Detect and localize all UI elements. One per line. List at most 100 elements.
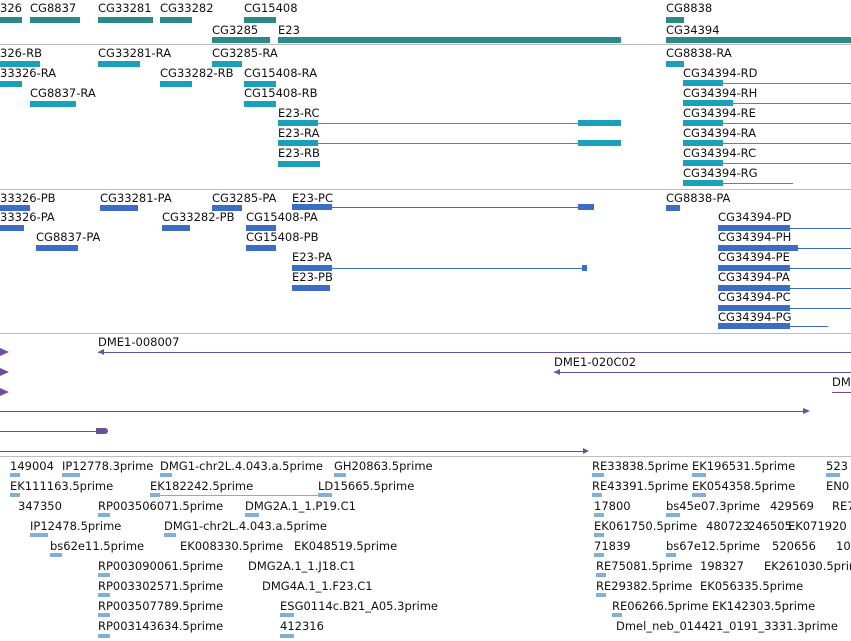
est-label: RE7	[832, 499, 851, 513]
gene-feature[interactable]	[98, 17, 153, 23]
est-feature[interactable]	[98, 593, 110, 597]
est-feature[interactable]	[245, 513, 259, 517]
transcript-feature[interactable]	[666, 61, 684, 67]
transcript-feature[interactable]	[683, 103, 851, 104]
est-label: bs45e07.3prime	[666, 499, 761, 513]
cdna-feature[interactable]	[554, 372, 851, 373]
peptide-feature[interactable]	[292, 285, 330, 291]
gene-feature[interactable]	[278, 37, 621, 43]
est-label: ESG0114c.B21_A05.3prime	[280, 599, 438, 613]
est-feature[interactable]	[594, 553, 604, 557]
transcript-feature[interactable]	[683, 83, 851, 84]
est-label: EK061750.5prime	[594, 519, 698, 533]
gene-feature[interactable]	[160, 17, 192, 23]
gene-feature[interactable]	[666, 37, 851, 43]
est-feature[interactable]	[692, 473, 706, 477]
est-feature[interactable]	[594, 513, 604, 517]
cdna-feature[interactable]	[0, 431, 100, 432]
peptide-feature[interactable]	[212, 205, 242, 211]
est-feature[interactable]	[826, 473, 840, 477]
peptide-feature[interactable]	[246, 245, 276, 251]
peptide-label: CG34394-PD	[718, 210, 792, 224]
peptide-feature[interactable]	[246, 225, 276, 231]
est-label: 198327	[700, 559, 744, 573]
cdna-feature[interactable]	[98, 352, 851, 353]
peptide-feature[interactable]	[292, 207, 594, 208]
peptide-exon	[718, 305, 790, 311]
est-feature[interactable]	[30, 533, 48, 537]
peptide-label: CG34394-PA	[718, 270, 790, 284]
transcript-feature[interactable]	[0, 61, 40, 67]
est-feature[interactable]	[98, 634, 110, 638]
transcript-feature[interactable]	[160, 81, 192, 87]
est-feature[interactable]	[334, 473, 346, 477]
peptide-feature[interactable]	[100, 205, 138, 211]
est-feature[interactable]	[280, 613, 294, 617]
peptide-feature[interactable]	[162, 225, 190, 231]
est-feature[interactable]	[98, 613, 110, 617]
est-feature[interactable]	[666, 513, 680, 517]
transcript-exon	[683, 160, 723, 166]
arrow-right-icon	[803, 408, 810, 414]
est-label: EK054358.5prime	[692, 479, 796, 493]
est-feature[interactable]	[164, 533, 176, 537]
peptide-feature[interactable]	[0, 225, 24, 231]
est-feature[interactable]	[596, 593, 606, 597]
gene-feature[interactable]	[0, 17, 22, 23]
peptide-feature[interactable]	[0, 205, 30, 211]
cdna-feature[interactable]	[0, 348, 9, 356]
transcript-exon	[278, 120, 318, 126]
est-feature[interactable]	[666, 553, 676, 557]
transcript-feature[interactable]	[278, 123, 621, 124]
est-feature[interactable]	[50, 553, 62, 557]
est-feature[interactable]	[592, 493, 602, 497]
transcript-feature[interactable]	[0, 81, 22, 87]
transcript-feature[interactable]	[244, 101, 276, 107]
transcript-feature[interactable]	[212, 61, 242, 67]
est-feature[interactable]	[150, 495, 332, 496]
transcript-feature[interactable]	[683, 163, 851, 164]
gene-label: E23	[278, 23, 300, 37]
est-feature[interactable]	[596, 573, 606, 577]
cdna-feature[interactable]	[0, 411, 805, 412]
cdna-feature[interactable]	[0, 451, 585, 452]
cdna-feature[interactable]	[0, 388, 9, 396]
transcript-feature[interactable]	[98, 61, 140, 67]
est-label: EK142303.5prime	[712, 599, 816, 613]
est-feature[interactable]	[612, 613, 622, 617]
peptide-feature[interactable]	[666, 205, 680, 211]
gene-feature[interactable]	[244, 17, 276, 23]
est-feature[interactable]	[692, 493, 706, 497]
transcript-feature[interactable]	[30, 101, 76, 107]
gene-feature[interactable]	[30, 17, 80, 23]
transcript-feature[interactable]	[683, 123, 851, 124]
transcript-feature[interactable]	[683, 183, 793, 184]
peptide-label: CG15408-PA	[246, 210, 318, 224]
est-feature[interactable]	[594, 533, 604, 537]
est-label: EK196531.5prime	[692, 459, 796, 473]
transcript-label: CG34394-RA	[683, 126, 757, 140]
est-feature[interactable]	[98, 513, 110, 517]
est-feature[interactable]	[98, 573, 110, 577]
gene-feature[interactable]	[666, 17, 684, 23]
transcript-label: CG34394-RC	[683, 146, 757, 160]
est-feature[interactable]	[10, 493, 20, 497]
peptide-feature[interactable]	[292, 268, 587, 269]
est-feature[interactable]	[592, 473, 604, 477]
transcript-feature[interactable]	[278, 143, 621, 144]
est-feature[interactable]	[10, 473, 20, 477]
track-separator	[0, 333, 851, 334]
transcript-feature[interactable]	[683, 143, 851, 144]
cdna-feature[interactable]	[832, 392, 851, 393]
est-feature[interactable]	[160, 473, 172, 477]
transcript-feature[interactable]	[278, 161, 320, 167]
est-feature[interactable]	[62, 473, 80, 477]
peptide-feature[interactable]	[36, 245, 78, 251]
cdna-feature[interactable]	[0, 368, 9, 376]
transcript-feature[interactable]	[244, 81, 276, 87]
est-label: RE29382.5prime	[596, 579, 693, 593]
est-label: LD15665.5prime	[318, 479, 415, 493]
peptide-exon	[578, 204, 594, 210]
gene-feature[interactable]	[212, 37, 270, 43]
est-feature[interactable]	[280, 634, 294, 638]
